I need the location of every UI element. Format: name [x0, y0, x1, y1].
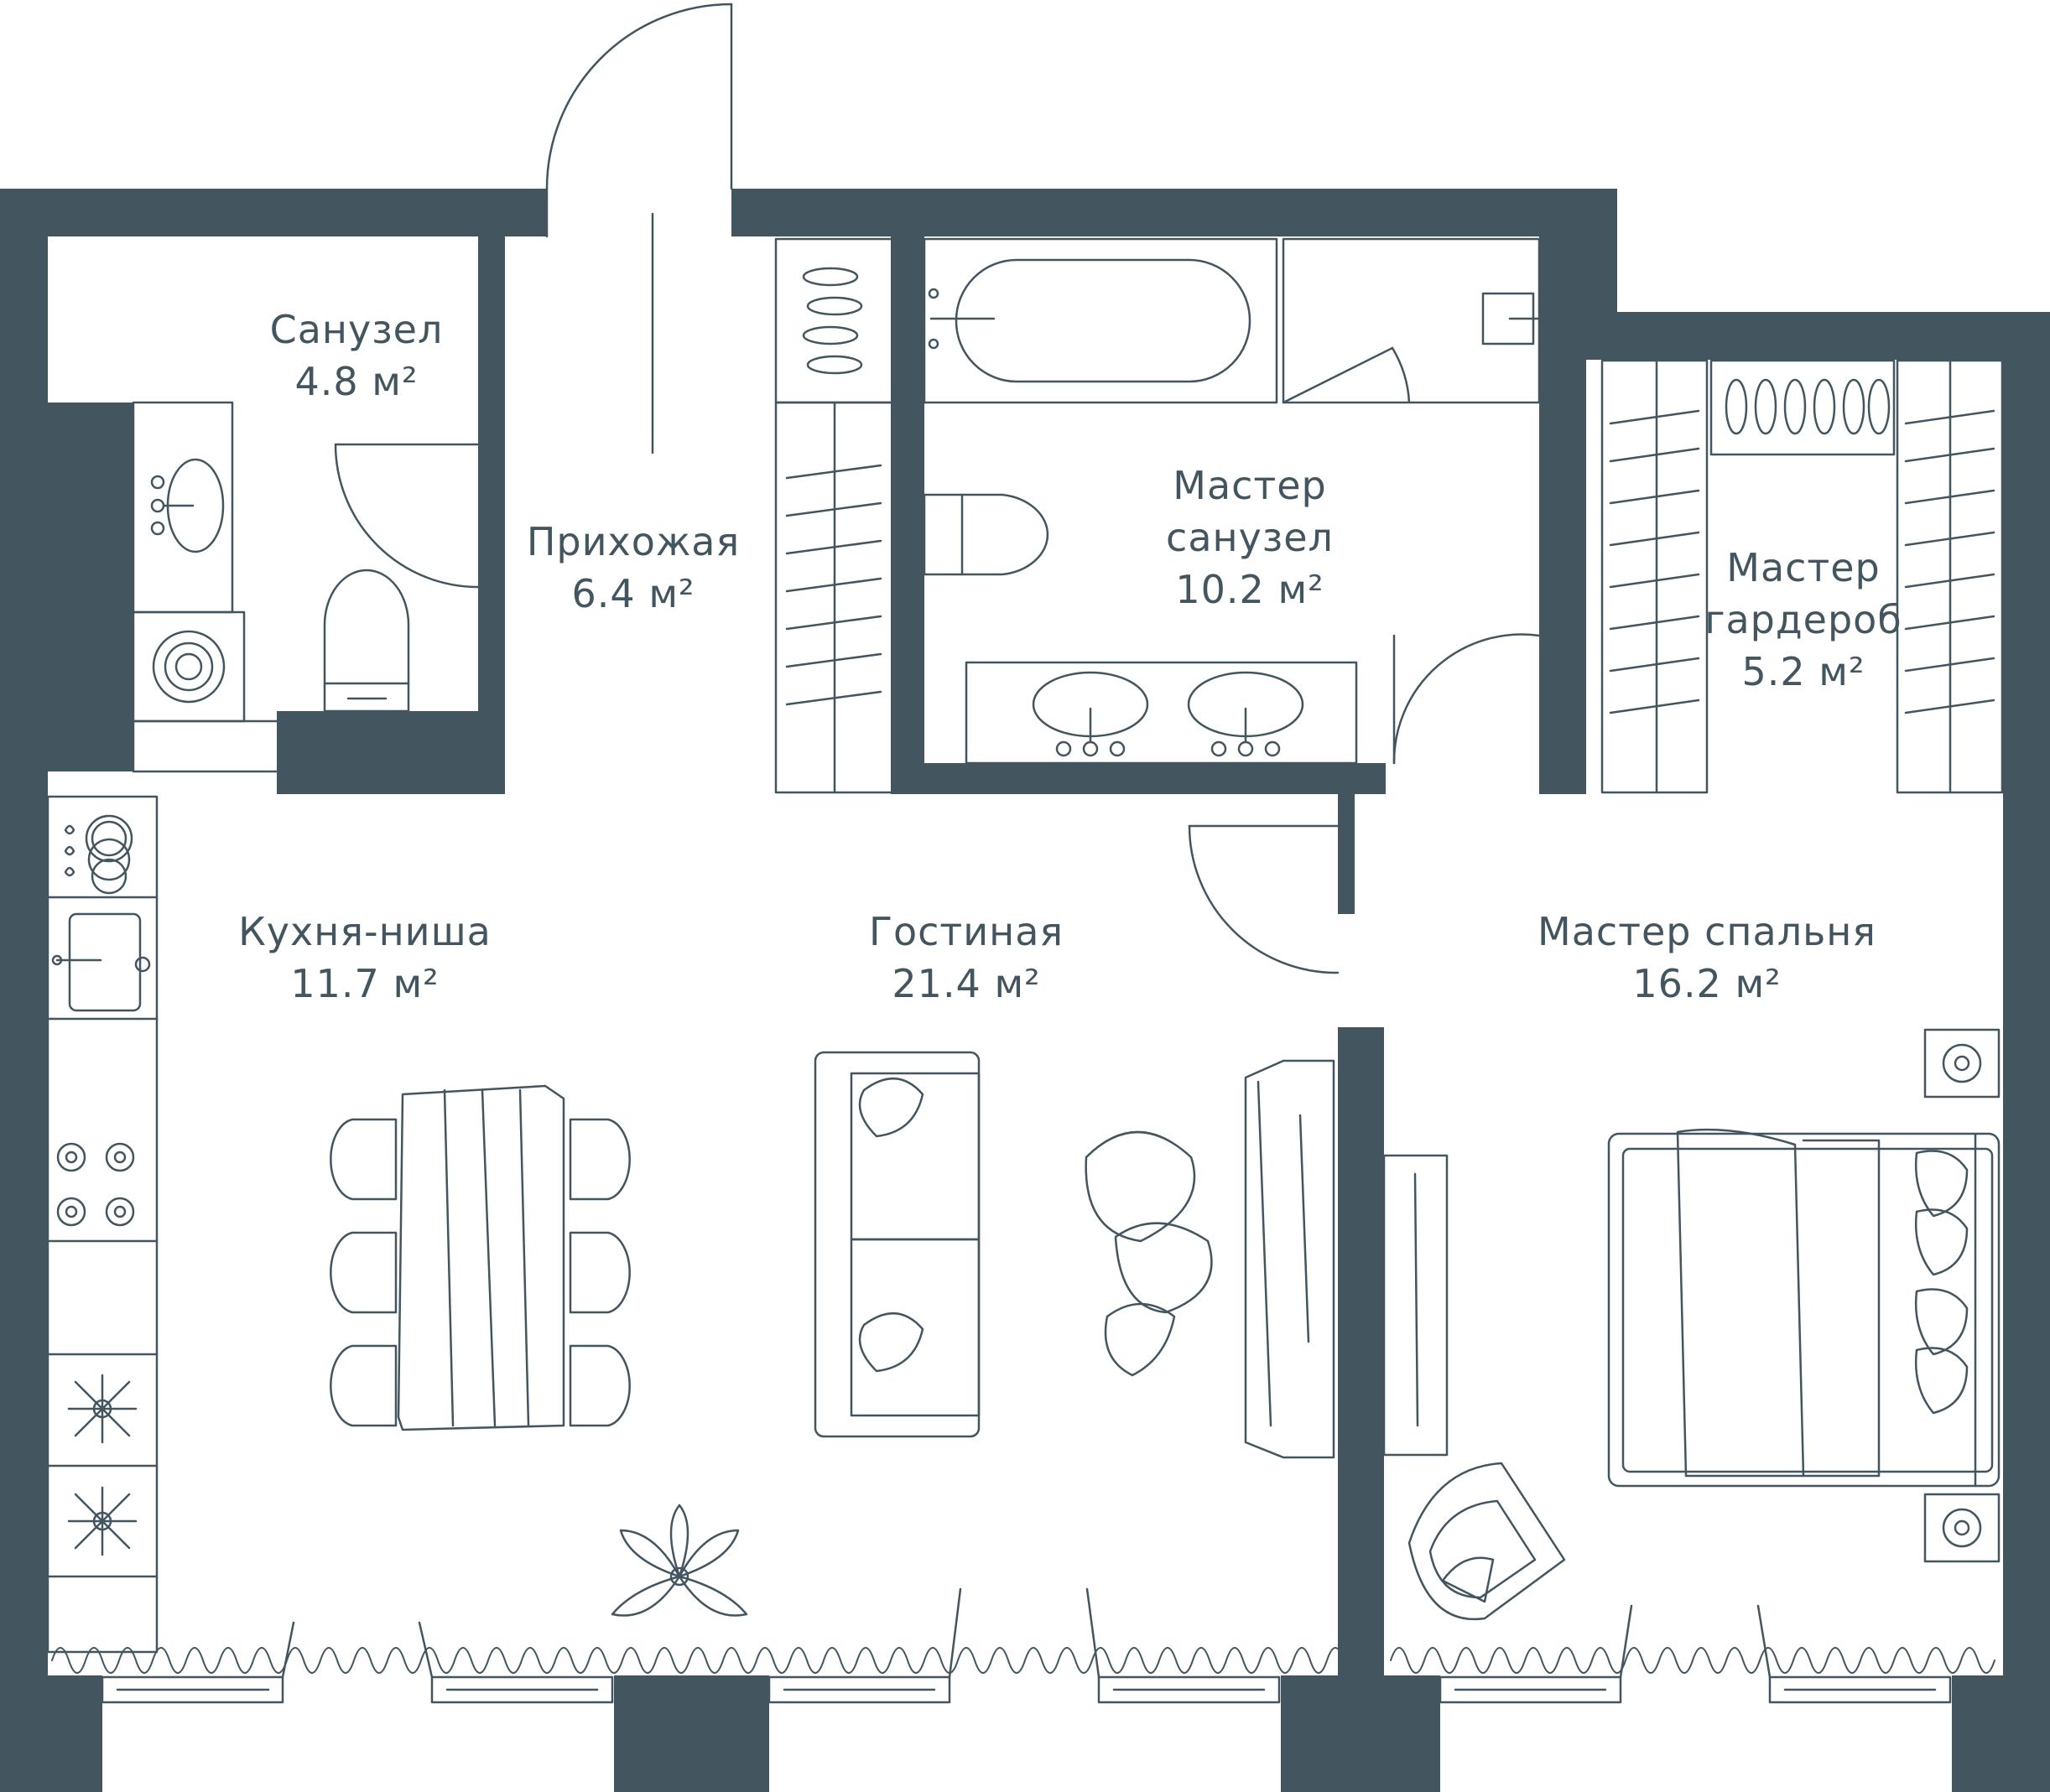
dish-stack-icon — [64, 814, 133, 895]
room-area: 16.2 м² — [1632, 961, 1782, 1006]
kitchen-sink-icon — [51, 912, 151, 1012]
room-label-bathroom: Санузел 4.8 м² — [270, 304, 444, 408]
wardrobe-hangers — [1609, 409, 1995, 714]
front-door-icon — [545, 3, 733, 454]
room-interiors — [48, 236, 2003, 1675]
armchair-icon — [1407, 1462, 1566, 1621]
room-name: Мастер спальня — [1538, 909, 1876, 954]
stove-icon — [56, 1142, 135, 1227]
master-bath-door-icon — [1392, 633, 1541, 765]
shower-icon — [1282, 237, 1573, 404]
room-area: 5.2 м² — [1741, 649, 1865, 694]
room-area: 4.8 м² — [294, 359, 419, 404]
room-name-line1: Мастер — [1726, 545, 1881, 590]
room-area: 21.4 м² — [892, 961, 1041, 1006]
wardrobe-rail-icon — [1600, 359, 2004, 794]
starburst-decor-icon — [67, 1374, 138, 1556]
window-openings — [102, 1675, 1952, 1792]
toilet-icon — [923, 493, 1049, 576]
window-icon — [101, 1587, 1952, 1704]
room-label-master-bathroom: Мастер санузел 10.2 м² — [1166, 460, 1334, 616]
coffee-table-icon — [1085, 1130, 1213, 1377]
sofa-icon — [814, 1051, 981, 1438]
room-area: 10.2 м² — [1175, 567, 1324, 612]
bathtub-icon — [923, 237, 1278, 404]
plant-icon — [611, 1504, 748, 1617]
room-name-line2: гардероб — [1704, 597, 1902, 642]
radiator-icon — [51, 1647, 1995, 1674]
room-name: Санузел — [269, 307, 444, 352]
room-name: Гостиная — [868, 909, 1064, 954]
bed-icon — [1607, 1128, 2001, 1488]
room-name-line1: Мастер — [1173, 463, 1327, 508]
room-name: Прихожая — [526, 519, 741, 564]
room-label-hallway: Прихожая 6.4 м² — [527, 516, 740, 620]
room-label-master-bedroom: Мастер спальня 16.2 м² — [1538, 906, 1876, 1010]
room-area: 11.7 м² — [290, 961, 440, 1006]
room-name: Кухня-ниша — [238, 909, 492, 954]
toilet-icon — [323, 569, 410, 713]
nightstand-icon — [1923, 1028, 2001, 1563]
shoe-rack-icon — [1709, 359, 1896, 456]
room-label-living-room: Гостиная 21.4 м² — [869, 906, 1064, 1010]
double-sink-icon — [965, 661, 1358, 765]
room-label-kitchen: Кухня-ниша 11.7 м² — [238, 906, 492, 1010]
tv-stand-icon — [1244, 1059, 1335, 1459]
kitchen-counter — [46, 795, 159, 1654]
bathroom-counter — [132, 719, 281, 773]
wardrobe-icon — [1382, 1154, 1449, 1457]
wardrobe-rail-icon — [774, 401, 895, 794]
room-label-master-wardrobe: Мастер гардероб 5.2 м² — [1704, 542, 1902, 698]
bathroom-door-icon — [334, 443, 480, 589]
room-name-line2: санузел — [1166, 515, 1334, 560]
bedroom-door-icon — [1188, 824, 1340, 974]
room-area: 6.4 м² — [571, 571, 695, 616]
dining-table-icon — [330, 1084, 631, 1431]
